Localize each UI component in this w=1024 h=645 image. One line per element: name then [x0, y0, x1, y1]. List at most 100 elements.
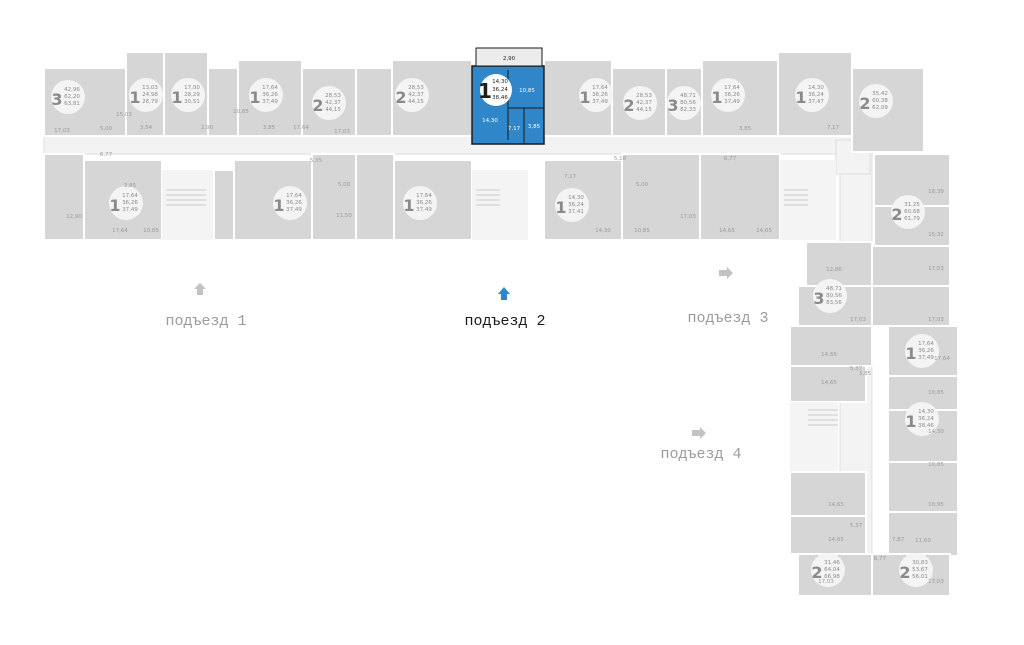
apartment-rooms: 1	[129, 88, 140, 107]
apartment-r4[interactable]	[871, 245, 951, 287]
room-area-label: 12,90	[66, 214, 82, 220]
room-area-label: 3,85	[739, 126, 752, 132]
room-area-label: 3,85	[124, 183, 137, 189]
room-area-label: 7,17	[564, 174, 577, 180]
selected-balcony	[475, 47, 543, 67]
apartment-r15[interactable]	[887, 511, 959, 557]
right-wing	[789, 153, 959, 597]
apartment-bl-4[interactable]	[621, 153, 701, 241]
apartment-info-circle	[891, 195, 925, 229]
apartment-bl-3[interactable]	[355, 153, 395, 241]
apartment-area: 17,64	[724, 85, 740, 91]
apartment-area: 36,26	[724, 92, 740, 98]
apartment-area: 13,03	[142, 85, 158, 91]
apartment-r9[interactable]	[789, 365, 867, 403]
apartment-area: 37,41	[568, 209, 584, 215]
entrance-2-arrow-icon	[498, 287, 510, 300]
apartment-area: 61,79	[904, 216, 920, 222]
apartment-r7[interactable]	[789, 325, 873, 367]
apartment-area: 53,67	[912, 567, 928, 573]
apartment-area: 62,09	[872, 105, 888, 111]
apartment-7[interactable]	[355, 67, 393, 137]
entrance-2[interactable]: подъезд 2	[464, 287, 546, 330]
apartment-area: 37,47	[808, 99, 824, 105]
apartment-area: 31,25	[904, 202, 920, 208]
room-area-label: 7,87	[892, 537, 905, 543]
entrance-1-arrow-icon	[194, 283, 206, 295]
entrance-1-label[interactable]: подъезд 1	[165, 313, 246, 330]
selected-apartment-info[interactable]: 1 14,30 36,24 38,46 14,30 10,85 7,17 3,8…	[478, 56, 541, 132]
apartment-area: 42,96	[64, 87, 80, 93]
room-area-label: 14,65	[828, 537, 844, 543]
apartment-area: 36,26	[918, 348, 934, 354]
room-area-label: 11,60	[915, 538, 931, 544]
apartment-rooms: 2	[811, 563, 822, 582]
top-row	[43, 47, 925, 153]
apartment-area: 37,49	[262, 99, 278, 105]
room-area-label: 11,50	[336, 213, 352, 219]
apartment-area: 35,42	[872, 91, 888, 97]
selected-room-1: 10,85	[519, 88, 535, 94]
apartment-r3[interactable]	[805, 241, 873, 287]
entrance-1[interactable]: подъезд 1	[165, 283, 247, 330]
apartment-area: 83,56	[826, 300, 842, 306]
apartment-rooms: 1	[249, 88, 260, 107]
apartment-r13[interactable]	[887, 461, 959, 513]
entrance-4-label[interactable]: подъезд 4	[660, 446, 741, 463]
apartment-bl-2[interactable]	[311, 153, 357, 241]
entrance-4[interactable]: подъезд 4	[660, 427, 742, 463]
room-area-label: 17,03	[334, 129, 350, 135]
room-area-label: 14,30	[595, 228, 611, 234]
apartment-area: 36,26	[122, 200, 138, 206]
apartment-area: 14,30	[808, 85, 824, 91]
apartment-info-circle	[395, 78, 429, 112]
apartment-area: 44,15	[325, 107, 341, 113]
apartment-area: 63,81	[64, 101, 80, 107]
selected-living-area: 14,30	[492, 79, 508, 85]
apartment-rooms: 2	[395, 88, 406, 107]
selected-room-3: 3,85	[528, 124, 541, 130]
selected-room-0: 14,30	[482, 118, 498, 124]
apartment-r10[interactable]	[887, 375, 959, 411]
apartment-info-circle	[403, 186, 437, 220]
apartment-area: 17,64	[286, 193, 302, 199]
selected-total-area: 38,46	[492, 95, 508, 101]
apartment-rooms: 1	[905, 412, 916, 431]
apartment-4[interactable]	[301, 67, 357, 137]
selected-room-4: 2,90	[503, 56, 516, 62]
stair-4	[790, 402, 838, 472]
apartment-info-circle	[899, 553, 933, 587]
apartment-r12[interactable]	[789, 471, 867, 517]
apartment-area: 26,79	[142, 99, 158, 105]
apartment-area: 80,56	[680, 100, 696, 106]
apartment-rooms: 3	[51, 90, 62, 109]
entrance-3-label[interactable]: подъезд 3	[687, 310, 768, 327]
apartment-r1[interactable]	[873, 153, 951, 207]
entrance-3[interactable]: подъезд 3	[687, 267, 769, 327]
apartment-area: 37,49	[286, 207, 302, 213]
room-area-label: 15,03	[116, 112, 132, 118]
apartment-r14[interactable]	[789, 515, 867, 555]
apartment-area: 44,15	[636, 107, 652, 113]
apartment-area: 36,24	[808, 92, 824, 98]
room-area-label: 14,65	[828, 502, 844, 508]
entrance-2-label[interactable]: подъезд 2	[464, 313, 545, 330]
room-area-label: 7,17	[827, 125, 840, 131]
apartment-area: 28,53	[636, 93, 652, 99]
apartment-info-circle	[249, 78, 283, 112]
apartment-area: 36,26	[286, 200, 302, 206]
apartment-info-circle	[129, 78, 163, 112]
room-area-label: 5,00	[636, 182, 649, 188]
apartment-bl-1[interactable]	[43, 153, 85, 241]
apartment-area: 28,53	[408, 85, 424, 91]
